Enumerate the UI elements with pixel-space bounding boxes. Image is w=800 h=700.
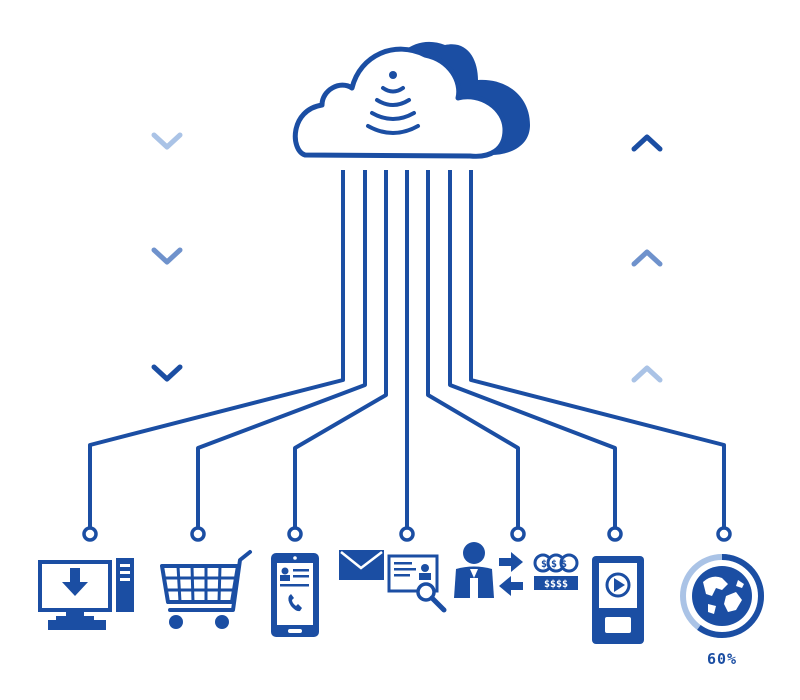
connector-node <box>399 526 415 542</box>
media-player-phone-icon <box>592 556 644 644</box>
desktop-download-icon <box>38 558 134 630</box>
left-chevrons <box>151 132 183 382</box>
chevron-down-icon <box>151 364 183 382</box>
magnifier-icon <box>416 582 447 613</box>
chevron-up-icon <box>631 134 663 152</box>
connector-nodes <box>82 526 732 542</box>
wifi-dot <box>389 71 397 79</box>
email-document-search-icon <box>339 550 447 613</box>
connector-line <box>426 170 520 528</box>
chevron-down-icon <box>151 247 183 265</box>
shopping-cart-icon <box>160 550 252 629</box>
circuit-lines <box>88 170 726 528</box>
progress-ring-fill <box>680 554 764 638</box>
chevron-up-icon <box>631 249 663 267</box>
chevron-up-icon <box>631 365 663 383</box>
globe-icon <box>692 566 752 626</box>
right-chevrons <box>631 134 663 383</box>
connector-line <box>469 170 726 528</box>
money-tags-icon: $$$ $$$$ <box>533 553 579 590</box>
wifi-signal-icon <box>366 71 420 135</box>
play-button-icon <box>605 572 631 598</box>
connector-node <box>716 526 732 542</box>
smartphone-contact-icon <box>271 553 319 637</box>
connector-line <box>196 170 367 528</box>
connector-line <box>448 170 617 528</box>
chevron-down-icon <box>151 132 183 150</box>
progress-label: 60% <box>707 650 737 668</box>
connector-node <box>510 526 526 542</box>
money-label-bottom: $$$$ <box>544 579 568 590</box>
connector-line <box>293 170 388 528</box>
connector-node <box>287 526 303 542</box>
connector-node <box>82 526 98 542</box>
globe-progress-icon: 60% <box>680 554 764 668</box>
connector-node <box>190 526 206 542</box>
connector-node <box>607 526 623 542</box>
arrow-right-icon <box>499 552 523 572</box>
arrow-left-icon <box>499 576 523 596</box>
user-money-transfer-icon: $$$ $$$$ <box>454 542 579 598</box>
user-icon <box>454 542 494 598</box>
money-label-top: $$$ <box>541 559 571 570</box>
cloud-icon <box>292 41 530 159</box>
connector-line <box>88 170 345 528</box>
